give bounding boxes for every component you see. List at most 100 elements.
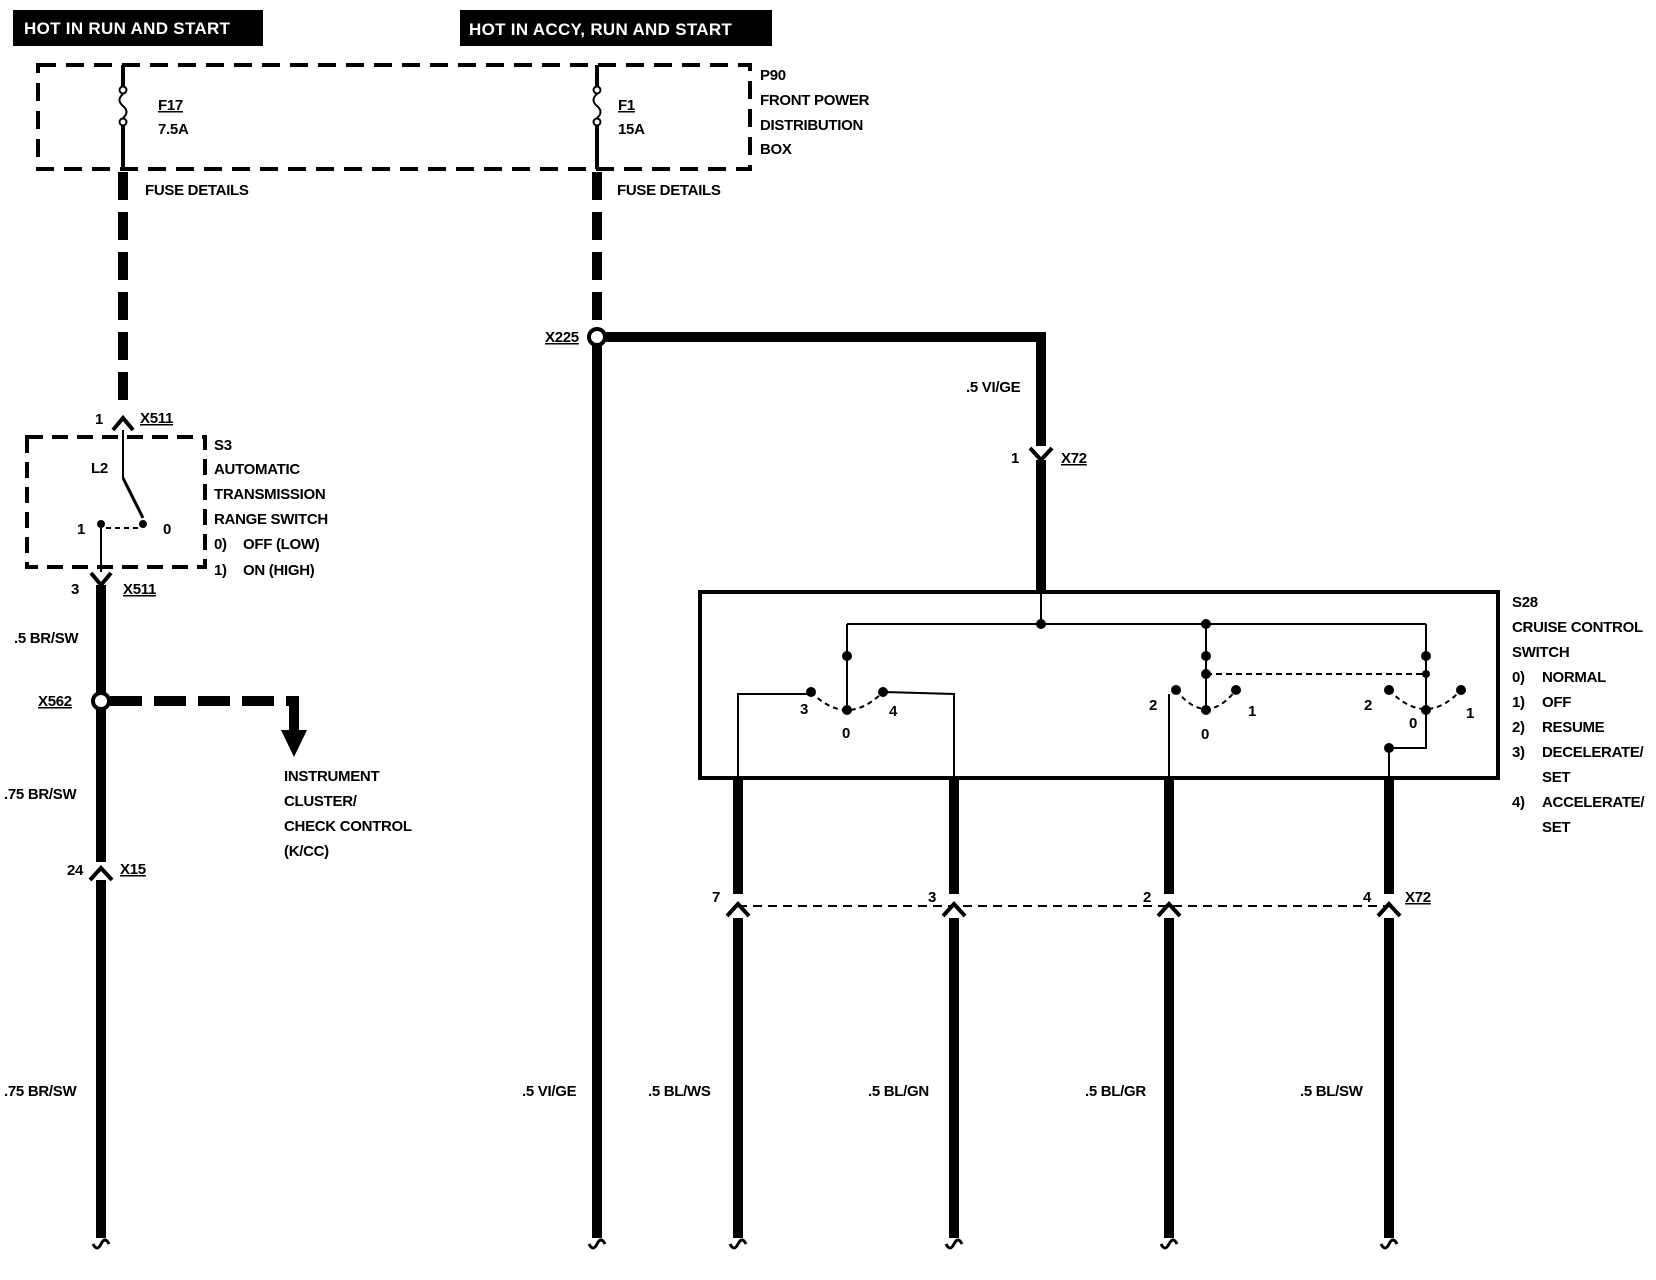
x15-pin: 24 bbox=[67, 862, 84, 879]
instrument-arrow-icon bbox=[281, 730, 307, 757]
s28-internal-bus bbox=[846, 592, 1427, 710]
s3-state1-text: ON (HIGH) bbox=[243, 562, 315, 579]
wire-br-sw-label-top: .5 BR/SW bbox=[14, 630, 79, 647]
wire-bl-sw-label: .5 BL/SW bbox=[1300, 1083, 1364, 1100]
s28-switch-2 bbox=[1168, 685, 1241, 778]
x72-bottom-pin-2: 2 bbox=[1143, 889, 1151, 906]
s3-switch-blade bbox=[121, 477, 145, 519]
s28-state-num: 2) bbox=[1512, 719, 1525, 736]
x15-connector bbox=[88, 865, 114, 882]
s28-state-num: 4) bbox=[1512, 794, 1525, 811]
s28-state-text: SET bbox=[1542, 769, 1570, 786]
s28-state-num: 0) bbox=[1512, 669, 1525, 686]
s28-sw1-right: 4 bbox=[889, 703, 898, 720]
wire-br-sw-label-bottom: .75 BR/SW bbox=[4, 1083, 77, 1100]
s3-l2: L2 bbox=[91, 460, 108, 477]
p90-line2: DISTRIBUTION bbox=[760, 117, 863, 134]
s28-state-num: 1) bbox=[1512, 694, 1525, 711]
header-left: HOT IN RUN AND START bbox=[24, 19, 231, 38]
instrument-line3: CHECK CONTROL bbox=[284, 818, 412, 835]
s3-state1-num: 1) bbox=[214, 562, 227, 579]
wire-break-2 bbox=[587, 1238, 607, 1250]
x15-label: X15 bbox=[120, 861, 146, 878]
p90-line3: BOX bbox=[760, 141, 792, 158]
header-right-box bbox=[460, 10, 772, 46]
s28-sw3-left: 2 bbox=[1364, 697, 1372, 714]
x72-bottom-pin-4: 4 bbox=[1363, 889, 1372, 906]
s3-state0-text: OFF (LOW) bbox=[243, 536, 320, 553]
x511-top-connector bbox=[111, 414, 135, 432]
x72-top-pin: 1 bbox=[1011, 450, 1019, 467]
fuse-f1-rating: 15A bbox=[618, 121, 645, 138]
s28-state-list: 0) NORMAL 1) OFF 2) RESUME 3) DECELERATE… bbox=[1512, 669, 1646, 836]
wire-vi-ge-label-top: .5 VI/GE bbox=[966, 379, 1021, 396]
wire-bl-gn-label: .5 BL/GN bbox=[868, 1083, 929, 1100]
s28-switch-3 bbox=[1384, 685, 1466, 778]
wire-br-sw-label-mid: .75 BR/SW bbox=[4, 786, 77, 803]
s28-state-text: RESUME bbox=[1542, 719, 1605, 736]
header-right: HOT IN ACCY, RUN AND START bbox=[469, 20, 732, 39]
wire-break-1 bbox=[91, 1238, 111, 1250]
s28-state-text: SET bbox=[1542, 819, 1570, 836]
wire-bl-gr-label: .5 BL/GR bbox=[1085, 1083, 1146, 1100]
x225-label: X225 bbox=[545, 329, 579, 346]
x511-top-label: X511 bbox=[140, 410, 173, 427]
s28-state-text: ACCELERATE/ bbox=[1542, 794, 1645, 811]
s28-sw1-left: 3 bbox=[800, 701, 808, 718]
s3-line2: TRANSMISSION bbox=[214, 486, 325, 503]
fuse-f1 bbox=[592, 65, 602, 169]
s28-sw2-right: 1 bbox=[1248, 703, 1256, 720]
s28-box bbox=[698, 590, 1500, 780]
x72-bottom-pin-3: 3 bbox=[928, 889, 936, 906]
s3-box bbox=[25, 435, 207, 569]
s28-state-text: NORMAL bbox=[1542, 669, 1606, 686]
x72-bottom-pin-7: 7 bbox=[712, 889, 720, 906]
p90-id: P90 bbox=[760, 67, 786, 84]
s3-contact-1 bbox=[97, 520, 105, 528]
fuse-f17 bbox=[118, 65, 128, 169]
s3-line1: AUTOMATIC bbox=[214, 461, 300, 478]
wire-vi-ge-branch bbox=[606, 332, 1046, 446]
x72-top-label: X72 bbox=[1061, 450, 1087, 467]
s28-id: S28 bbox=[1512, 594, 1538, 611]
x511-bottom-pin: 3 bbox=[71, 581, 79, 598]
s3-pos-0: 0 bbox=[163, 521, 171, 538]
s28-output-wires bbox=[733, 778, 1394, 1238]
s28-line2: SWITCH bbox=[1512, 644, 1569, 661]
x511-bottom-connector bbox=[89, 571, 113, 589]
s28-sw3-center: 0 bbox=[1409, 715, 1417, 732]
wire-breaks bbox=[728, 1238, 1399, 1250]
s3-pos-1: 1 bbox=[77, 521, 85, 538]
instrument-line4: (K/CC) bbox=[284, 843, 329, 860]
fuse-f1-id: F1 bbox=[618, 97, 635, 114]
instrument-line2: CLUSTER/ bbox=[284, 793, 358, 810]
p90-box bbox=[36, 63, 752, 171]
fuse-f17-details: FUSE DETAILS bbox=[145, 182, 249, 199]
s3-id: S3 bbox=[214, 437, 232, 454]
x72-bottom-label: X72 bbox=[1405, 889, 1431, 906]
x562-label: X562 bbox=[38, 693, 72, 710]
x72-top-connector bbox=[1028, 446, 1054, 463]
s28-state-text: DECELERATE/ bbox=[1542, 744, 1645, 761]
x511-top-pin: 1 bbox=[95, 411, 103, 428]
wire-bl-ws-label: .5 BL/WS bbox=[648, 1083, 711, 1100]
header-left-box bbox=[13, 10, 263, 46]
fuse-f1-details: FUSE DETAILS bbox=[617, 182, 721, 199]
s28-state-text: OFF bbox=[1542, 694, 1571, 711]
x225-splice bbox=[587, 327, 607, 347]
s28-sw2-left: 2 bbox=[1149, 697, 1157, 714]
s3-contact-0 bbox=[139, 520, 147, 528]
fuse-f17-rating: 7.5A bbox=[158, 121, 189, 138]
s28-sw2-center: 0 bbox=[1201, 726, 1209, 743]
x72-bottom-connectors bbox=[725, 901, 1402, 918]
s3-line3: RANGE SWITCH bbox=[214, 511, 328, 528]
s28-line1: CRUISE CONTROL bbox=[1512, 619, 1643, 636]
s3-state0-num: 0) bbox=[214, 536, 227, 553]
x562-splice bbox=[91, 691, 111, 711]
x511-bottom-label: X511 bbox=[123, 581, 156, 598]
s28-state-num: 3) bbox=[1512, 744, 1525, 761]
instrument-line1: INSTRUMENT bbox=[284, 768, 379, 785]
s28-sw3-right: 1 bbox=[1466, 705, 1474, 722]
wire-vi-ge-label-bottom: .5 VI/GE bbox=[522, 1083, 577, 1100]
